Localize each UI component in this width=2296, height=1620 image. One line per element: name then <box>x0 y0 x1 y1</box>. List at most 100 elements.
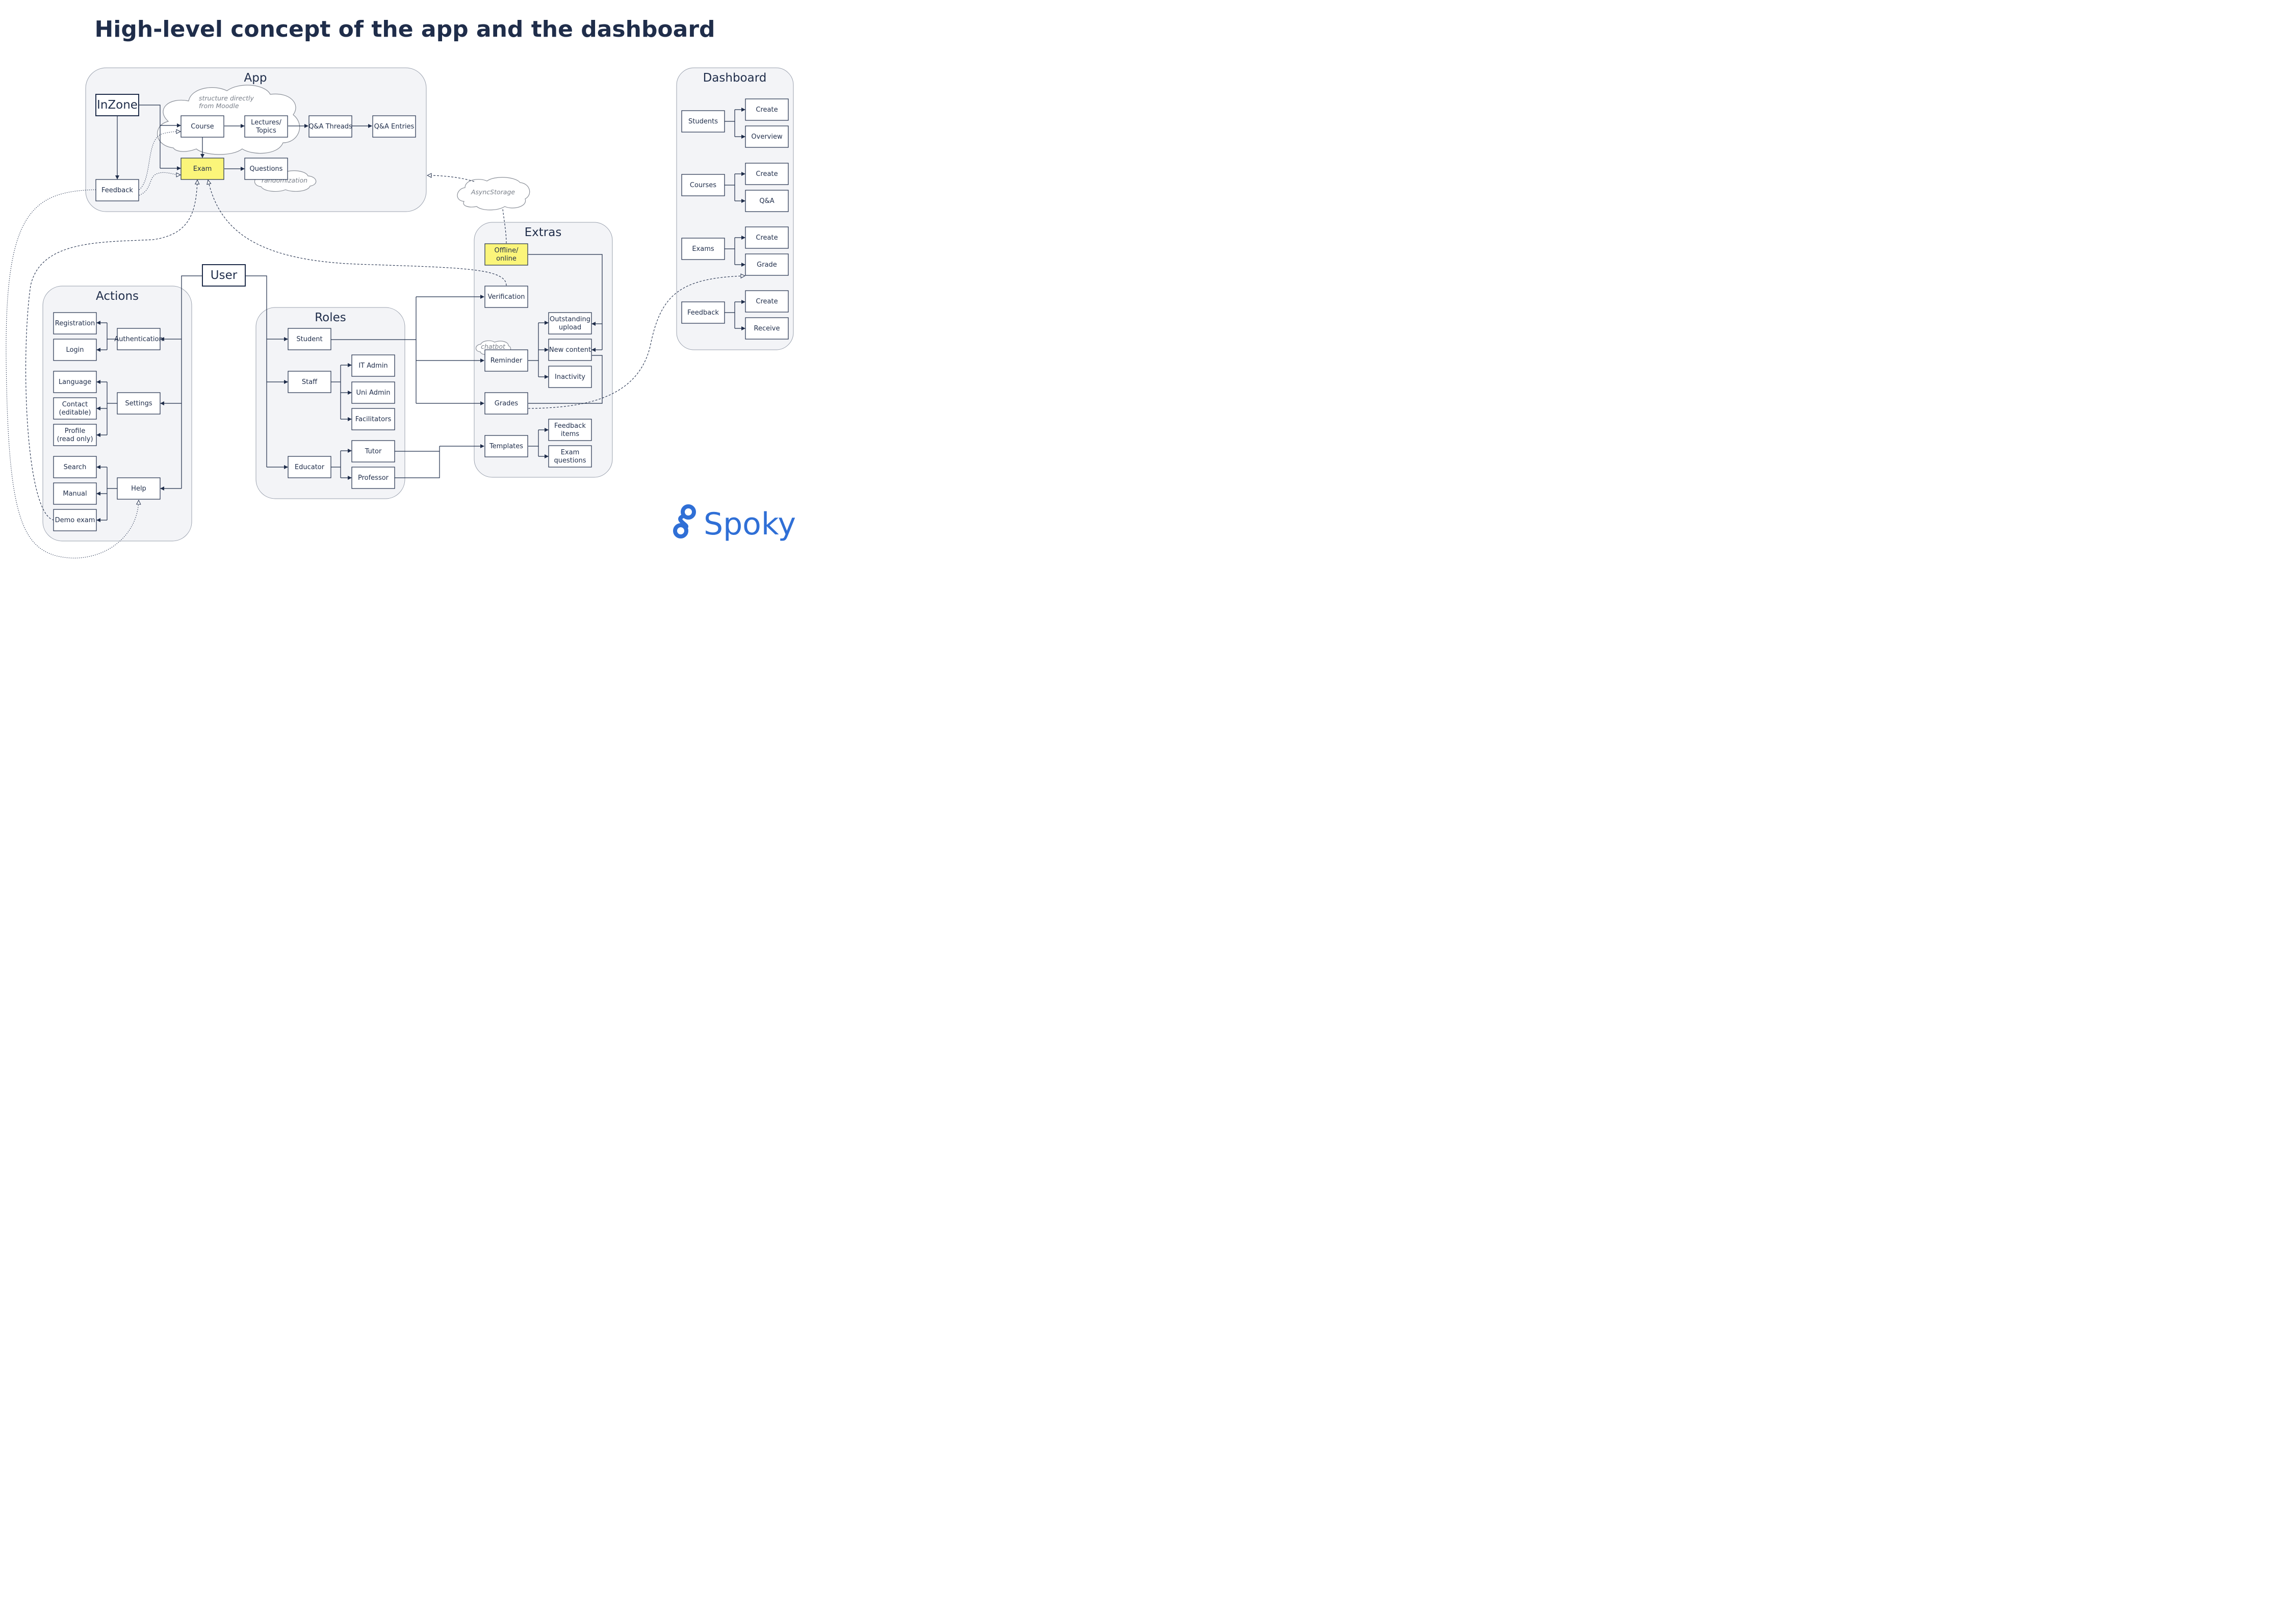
grades-label: Grades <box>495 400 519 407</box>
it-admin-node: IT Admin <box>351 354 395 377</box>
inzone-node: InZone <box>95 94 139 116</box>
student-node: Student <box>288 328 331 350</box>
dash-exams-create-node: Create <box>745 226 789 249</box>
uni-admin-node: Uni Admin <box>351 381 395 404</box>
help-node: Help <box>117 477 161 500</box>
outstanding-upload-node: Outstanding upload <box>548 312 592 335</box>
user-node: User <box>202 264 246 287</box>
manual-label: Manual <box>63 490 87 498</box>
exam-questions-node: Exam questions <box>548 445 592 468</box>
contact-label-1: Contact <box>62 401 88 408</box>
outstanding-upload-label-1: Outstanding <box>550 316 590 323</box>
dash-courses-qa-node: Q&A <box>745 190 789 212</box>
solid-connectors <box>96 105 745 522</box>
questions-node: Questions <box>244 158 288 180</box>
professor-label: Professor <box>358 474 389 482</box>
dash-courses-create-label: Create <box>756 170 778 178</box>
search-node: Search <box>53 456 97 478</box>
language-node: Language <box>53 371 97 393</box>
offline-online-node: Offline/ online <box>484 243 528 266</box>
contact-label-2: (editable) <box>59 409 91 417</box>
language-label: Language <box>59 378 91 386</box>
tutor-node: Tutor <box>351 440 395 462</box>
dash-students-create-label: Create <box>756 106 778 114</box>
qa-entries-label: Q&A Entries <box>374 123 415 131</box>
settings-node: Settings <box>117 392 161 415</box>
tutor-label: Tutor <box>365 448 382 455</box>
student-label: Student <box>296 336 322 343</box>
dashed-connectors <box>6 132 745 558</box>
dash-exams-label: Exams <box>692 245 714 253</box>
exam-label: Exam <box>193 165 212 173</box>
new-content-node: New content <box>548 339 592 361</box>
staff-label: Staff <box>302 378 318 386</box>
profile-node: Profile (read only) <box>53 424 97 446</box>
inactivity-node: Inactivity <box>548 366 592 388</box>
group-actions-title: Actions <box>96 290 139 303</box>
spoky-logo: Spoky <box>673 504 796 542</box>
educator-node: Educator <box>288 456 331 478</box>
diagram-canvas: High-level concept of the app and the da… <box>6 16 796 558</box>
feedback-items-label-2: items <box>561 430 579 438</box>
feedback-app-node: Feedback <box>95 179 139 201</box>
qa-entries-node: Q&A Entries <box>372 115 416 138</box>
reminder-label: Reminder <box>491 357 523 365</box>
dash-feedback-create-label: Create <box>756 298 778 305</box>
group-app-title: App <box>244 71 267 85</box>
qa-threads-label: Q&A Threads <box>308 123 352 131</box>
staff-node: Staff <box>288 371 331 393</box>
lectures-node: Lectures/ Topics <box>244 115 288 138</box>
dash-students-overview-label: Overview <box>751 133 783 141</box>
lectures-label-2: Topics <box>255 127 276 135</box>
feedback-app-label: Feedback <box>101 187 133 194</box>
uni-admin-label: Uni Admin <box>356 389 391 397</box>
it-admin-label: IT Admin <box>358 362 388 370</box>
dash-feedback-node: Feedback <box>681 301 725 324</box>
feedback-items-node: Feedback items <box>548 419 592 441</box>
dash-exams-node: Exams <box>681 238 725 260</box>
inactivity-label: Inactivity <box>555 373 585 381</box>
settings-label: Settings <box>125 400 152 407</box>
dash-feedback-label: Feedback <box>687 309 719 317</box>
registration-label: Registration <box>55 320 95 327</box>
exam-questions-label-1: Exam <box>561 449 580 456</box>
contact-node: Contact (editable) <box>53 397 97 420</box>
page-title: High-level concept of the app and the da… <box>94 16 715 42</box>
templates-label: Templates <box>489 443 523 450</box>
exam-node: Exam <box>180 158 224 180</box>
templates-node: Templates <box>484 435 528 457</box>
offline-online-label-1: Offline/ <box>494 247 519 254</box>
facilitators-node: Facilitators <box>351 408 395 430</box>
facilitators-label: Facilitators <box>355 416 392 423</box>
lectures-label-1: Lectures/ <box>251 119 281 126</box>
registration-node: Registration <box>53 312 97 335</box>
dash-courses-qa-label: Q&A <box>759 197 774 205</box>
feedback-items-label-1: Feedback <box>554 422 586 430</box>
demo-exam-node: Demo exam <box>53 509 97 531</box>
login-label: Login <box>66 346 84 354</box>
dash-students-label: Students <box>688 118 718 125</box>
grades-node: Grades <box>484 392 528 415</box>
group-dashboard-title: Dashboard <box>703 71 767 85</box>
help-label: Help <box>131 485 146 493</box>
cloud-moodle-line-1: structure directly <box>199 94 254 102</box>
outstanding-upload-label-2: upload <box>559 324 581 331</box>
offline-online-label-2: online <box>496 255 517 263</box>
authentication-label: Authentication <box>114 336 163 343</box>
group-extras-title: Extras <box>525 226 562 239</box>
dash-exams-create-label: Create <box>756 234 778 242</box>
verification-label: Verification <box>487 293 525 301</box>
course-label: Course <box>191 123 214 131</box>
cloud-chatbot-label: chatbot <box>481 343 506 350</box>
inzone-label: InZone <box>97 98 138 112</box>
manual-node: Manual <box>53 482 97 505</box>
login-node: Login <box>53 339 97 361</box>
educator-label: Educator <box>295 464 325 471</box>
dash-students-overview-node: Overview <box>745 125 789 148</box>
questions-label: Questions <box>250 165 283 173</box>
profile-label-1: Profile <box>65 427 85 435</box>
dash-feedback-receive-node: Receive <box>745 317 789 340</box>
dash-feedback-receive-label: Receive <box>754 325 780 332</box>
qa-threads-node: Q&A Threads <box>308 115 352 138</box>
group-roles-title: Roles <box>315 311 346 324</box>
